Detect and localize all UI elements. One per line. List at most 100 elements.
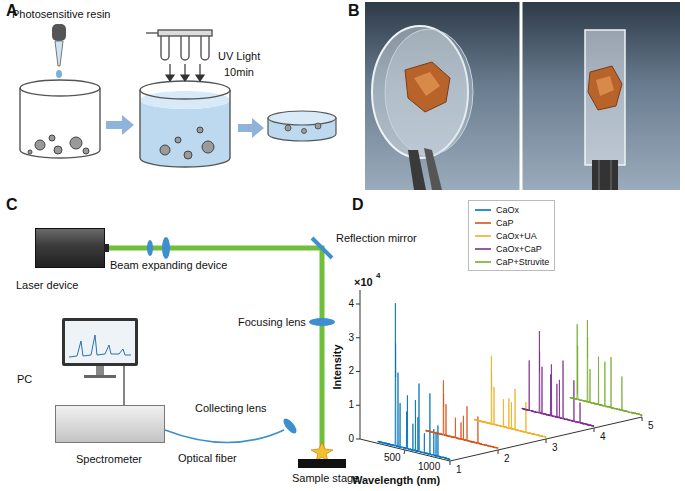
illustration-part xyxy=(181,75,189,81)
illustration-part xyxy=(202,141,214,153)
sample-stage xyxy=(298,459,346,468)
node-label: PC xyxy=(17,373,32,386)
illustration-part xyxy=(414,72,440,96)
illustration-part xyxy=(160,145,170,155)
axis-multiplier: ×10 xyxy=(354,276,373,289)
plasma-spark xyxy=(311,442,333,461)
panel-letter: B xyxy=(348,2,360,20)
legend-text: CaOx xyxy=(496,205,519,215)
legend-row: CaOx+CaP xyxy=(474,242,549,255)
part-label: Focusing lens xyxy=(238,316,306,329)
illustration-part xyxy=(140,100,230,167)
laser-device: Laser device xyxy=(35,228,105,268)
step-arrow xyxy=(106,115,134,135)
legend-text: CaOx+UA xyxy=(496,231,537,241)
illustration-part xyxy=(268,111,336,125)
illustration-part xyxy=(169,64,170,76)
legend-text: CaP xyxy=(496,218,514,228)
illustration-part xyxy=(385,29,473,155)
tick-label: 1 xyxy=(340,399,354,411)
tick-label: 5 xyxy=(648,420,654,432)
part-label: Sample stage xyxy=(292,472,359,485)
step-label: Photosensitive resin xyxy=(12,8,110,21)
legend-row: CaP+Struvite xyxy=(474,255,549,268)
node-label: Spectrometer xyxy=(76,453,142,466)
tick-label: 2 xyxy=(340,365,354,377)
illustration-part xyxy=(360,290,361,439)
lens xyxy=(281,417,299,436)
legend-text: CaOx+CaP xyxy=(496,244,542,254)
tick-label: 4 xyxy=(340,298,354,310)
step-label: UV Light xyxy=(218,50,260,63)
illustration-part xyxy=(596,76,614,96)
axis-exponent: 4 xyxy=(376,271,380,280)
spectrum-line xyxy=(474,356,546,438)
monitor-stand xyxy=(96,366,104,375)
step-arrow xyxy=(238,118,264,138)
spectrum-line xyxy=(426,380,498,448)
legend-swatch xyxy=(474,219,492,227)
spectrometer-box: Spectrometer xyxy=(55,405,165,443)
screen-trace xyxy=(69,335,131,357)
part-label: Reflection mirror xyxy=(336,232,417,245)
illustration-part xyxy=(599,160,600,190)
illustration-part xyxy=(356,304,360,305)
panel-letter: C xyxy=(6,196,18,214)
illustration-part xyxy=(229,90,230,158)
illustration-part xyxy=(520,2,523,190)
axis-title: Wavelength (nm) xyxy=(352,474,440,487)
illustration-part xyxy=(49,135,55,141)
connector-line xyxy=(123,366,124,405)
illustration-part xyxy=(158,30,212,36)
tick-label: 3 xyxy=(552,442,558,454)
beaker-resin xyxy=(140,81,230,167)
illustration-part xyxy=(285,123,321,134)
illustration-part xyxy=(588,66,622,110)
illustration-part xyxy=(356,405,360,406)
spectrum-line xyxy=(570,320,642,416)
illustration-part xyxy=(166,75,174,81)
optical-fiber xyxy=(165,430,284,443)
illustration-part xyxy=(140,81,230,167)
illustration-part xyxy=(52,24,66,41)
legend-row: CaOx+UA xyxy=(474,229,549,242)
step-label: 10min xyxy=(224,66,254,79)
lens xyxy=(309,318,335,326)
tick-label: 4 xyxy=(600,431,606,443)
spectrum-line xyxy=(378,303,450,460)
illustration-part xyxy=(35,140,45,150)
axis-title: Intensity xyxy=(331,344,344,389)
legend-swatch xyxy=(474,232,492,240)
illustration-part xyxy=(54,146,62,154)
legend-swatch-line xyxy=(475,261,491,263)
illustration-part xyxy=(592,160,618,190)
illustration-part xyxy=(184,64,185,76)
legend-box: CaOxCaP CaOx+UA CaOx+CaPCaP+Struvite xyxy=(468,200,555,271)
illustration-part xyxy=(99,88,100,150)
spectrum-line xyxy=(522,331,594,427)
part-label: Optical fiber xyxy=(178,452,237,465)
illustration-part xyxy=(404,450,405,454)
illustration-part xyxy=(161,36,169,60)
illustration-part xyxy=(356,371,360,372)
legend-swatch xyxy=(474,206,492,214)
dropper xyxy=(52,24,66,78)
resin-disc xyxy=(268,111,336,141)
uv-lamp xyxy=(146,30,212,60)
illustration-part xyxy=(160,127,214,159)
uv-rays xyxy=(166,64,204,81)
tick-label: 2 xyxy=(504,453,510,465)
illustration-part xyxy=(546,439,547,443)
illustration-part xyxy=(55,41,63,66)
illustration-part xyxy=(302,129,307,134)
tick-label: 1000 xyxy=(418,461,440,473)
illustration-part xyxy=(594,428,595,432)
beaker xyxy=(20,80,100,158)
chart-axes xyxy=(356,290,642,465)
tick-label: 500 xyxy=(384,452,401,464)
illustration-part xyxy=(181,36,189,60)
illustration-part xyxy=(408,150,426,190)
stones xyxy=(28,135,89,154)
legend-swatch xyxy=(474,258,492,266)
